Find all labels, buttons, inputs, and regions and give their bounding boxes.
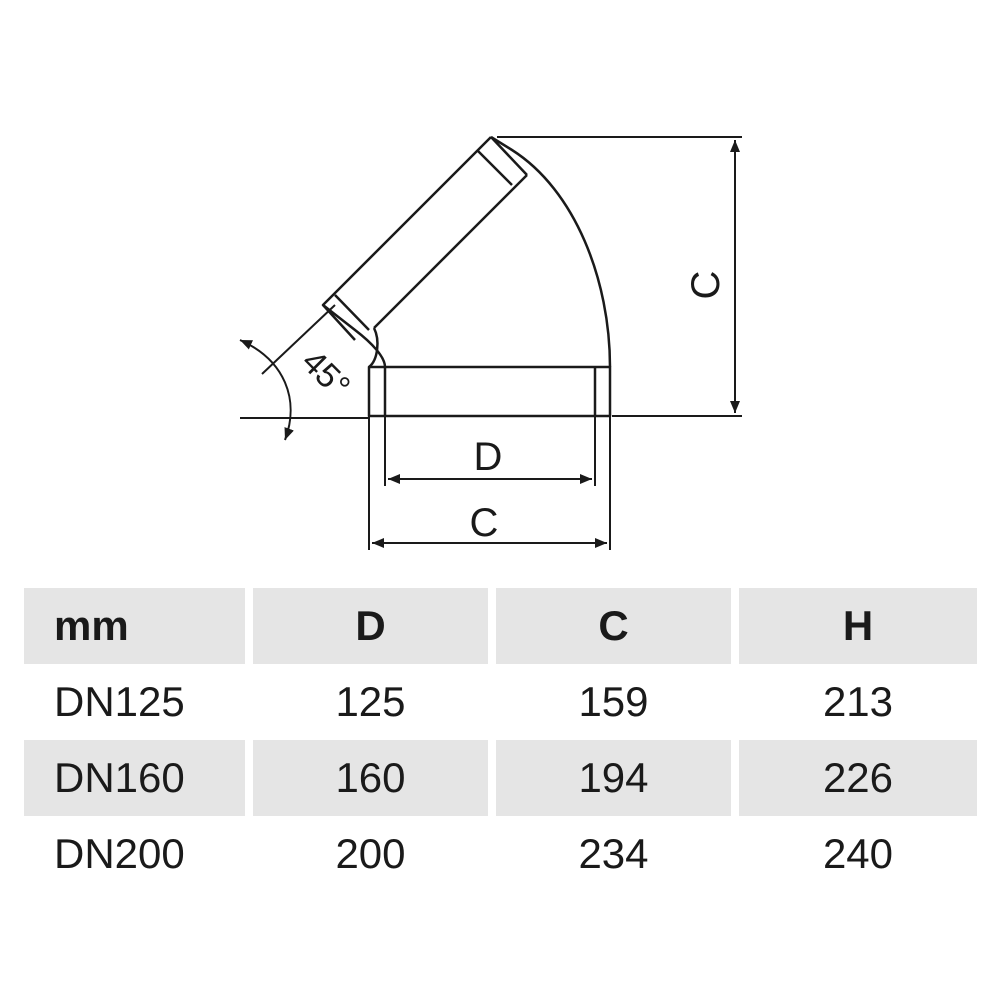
- row-size: DN200: [54, 830, 185, 877]
- row-d-value: 200: [245, 816, 488, 892]
- row-size: DN125: [54, 678, 185, 725]
- header-h: H: [731, 588, 977, 664]
- row-c-value: 159: [488, 664, 731, 740]
- table-header-row: mm D C H: [24, 588, 977, 664]
- row-h-value: 240: [731, 816, 977, 892]
- table-row: DN125 125 159 213: [24, 664, 977, 740]
- lower-sleeve-cut: [334, 294, 370, 331]
- body-inner-edge: [373, 174, 528, 329]
- table-row: DN160 160 194 226: [24, 740, 977, 816]
- bottom-sleeve: [367, 365, 612, 418]
- inner-wall: [321, 136, 492, 368]
- row-c-value: 234: [488, 816, 731, 892]
- header-unit: mm: [24, 588, 245, 664]
- dimension-lines: [239, 136, 742, 550]
- row-h-value: 213: [731, 664, 977, 740]
- angle-arc: [239, 339, 294, 441]
- body-inner-bend: [368, 327, 379, 368]
- c-dimension-label: C: [470, 501, 499, 545]
- elbow-outline: [321, 135, 612, 418]
- dimensions-table: mm D C H DN125 125 159 213 DN160 160 194…: [24, 588, 977, 892]
- table-row: DN200 200 234 240: [24, 816, 977, 892]
- row-size: DN160: [24, 740, 245, 816]
- angle-label: 45°: [294, 343, 357, 406]
- header-d: D: [245, 588, 488, 664]
- row-h-value: 226: [731, 740, 977, 816]
- header-c: C: [488, 588, 731, 664]
- row-c-value: 194: [488, 740, 731, 816]
- row-d-value: 160: [245, 740, 488, 816]
- outer-wall: [490, 135, 612, 368]
- height-label: C: [684, 271, 728, 300]
- row-d-value: 125: [245, 664, 488, 740]
- top-sleeve-cut: [476, 149, 513, 186]
- d-dimension-label: D: [474, 435, 503, 479]
- elbow-45-drawing: 45° C D C: [239, 135, 742, 550]
- top-sleeve-cut: [490, 136, 528, 176]
